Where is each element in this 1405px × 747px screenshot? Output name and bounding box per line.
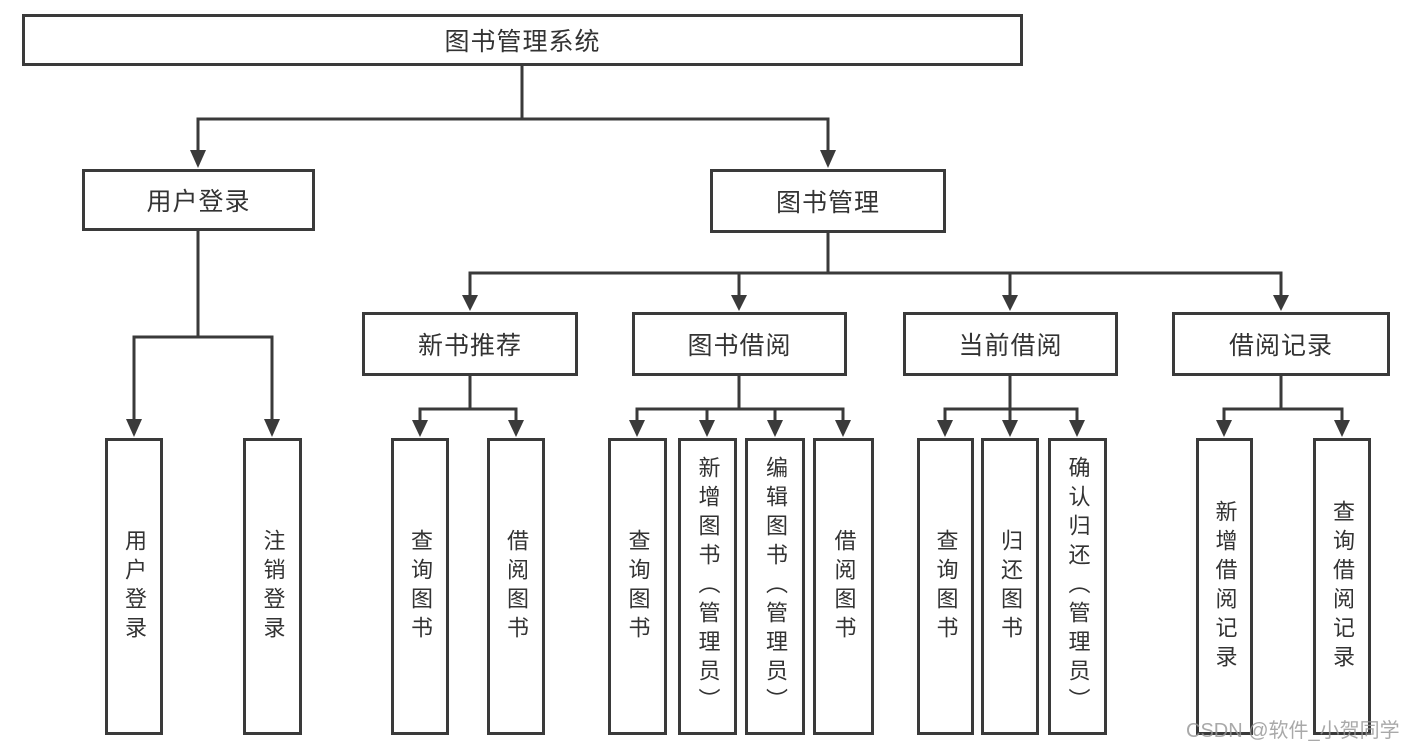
node-book-management-label: 图书管理: [775, 189, 880, 217]
node-borrowing-records: 借阅记录: [1172, 312, 1390, 376]
leaf-query-books-current-label: 查询图书: [933, 528, 959, 645]
node-book-borrowing: 图书借阅: [632, 312, 847, 376]
node-book-borrowing-label: 图书借阅: [687, 332, 792, 360]
leaf-add-borrow-record: 新增借阅记录: [1196, 438, 1253, 735]
leaf-borrow-books-recommend-label: 借阅图书: [504, 528, 529, 645]
node-user-login-label: 用户登录: [146, 188, 251, 216]
leaf-logout-label: 注销登录: [260, 528, 286, 645]
leaf-confirm-return-admin-label: 确认归还（管理员）: [1065, 456, 1091, 717]
connector-lines: [132, 66, 1344, 422]
leaf-user-login: 用户登录: [105, 438, 163, 735]
leaf-edit-books-admin: 编辑图书（管理员）: [745, 438, 805, 735]
leaf-add-books-admin-label: 新增图书（管理员）: [695, 456, 721, 717]
leaf-logout: 注销登录: [243, 438, 302, 735]
leaf-query-books-current: 查询图书: [917, 438, 974, 735]
watermark: CSDN @软件_小贺同学: [1186, 720, 1400, 742]
leaf-add-borrow-record-label: 新增借阅记录: [1212, 499, 1238, 674]
connector-arrowheads: [126, 150, 1350, 437]
node-book-management: 图书管理: [710, 169, 946, 233]
leaf-user-login-label: 用户登录: [122, 528, 147, 645]
node-user-login: 用户登录: [82, 169, 315, 231]
leaf-query-books-borrowing: 查询图书: [608, 438, 667, 735]
node-current-borrowing-label: 当前借阅: [958, 332, 1063, 360]
node-new-book-recommendation-label: 新书推荐: [417, 332, 522, 360]
leaf-borrow-books-recommend: 借阅图书: [487, 438, 545, 735]
leaf-borrow-books: 借阅图书: [813, 438, 874, 735]
leaf-add-books-admin: 新增图书（管理员）: [678, 438, 737, 735]
leaf-return-books-label: 归还图书: [998, 528, 1023, 645]
node-library-management-system-label: 图书管理系统: [444, 28, 601, 56]
leaf-return-books: 归还图书: [981, 438, 1039, 735]
node-new-book-recommendation: 新书推荐: [362, 312, 578, 376]
leaf-edit-books-admin-label: 编辑图书（管理员）: [763, 456, 788, 717]
node-library-management-system: 图书管理系统: [22, 14, 1023, 66]
leaf-query-books-recommend-label: 查询图书: [408, 528, 433, 645]
node-borrowing-records-label: 借阅记录: [1228, 332, 1333, 360]
leaf-confirm-return-admin: 确认归还（管理员）: [1048, 438, 1107, 735]
leaf-query-borrow-record-label: 查询借阅记录: [1330, 499, 1355, 674]
leaf-query-borrow-record: 查询借阅记录: [1313, 438, 1371, 735]
leaf-borrow-books-label: 借阅图书: [831, 528, 857, 645]
node-current-borrowing: 当前借阅: [903, 312, 1118, 376]
leaf-query-books-borrowing-label: 查询图书: [625, 528, 651, 645]
leaf-query-books-recommend: 查询图书: [391, 438, 449, 735]
